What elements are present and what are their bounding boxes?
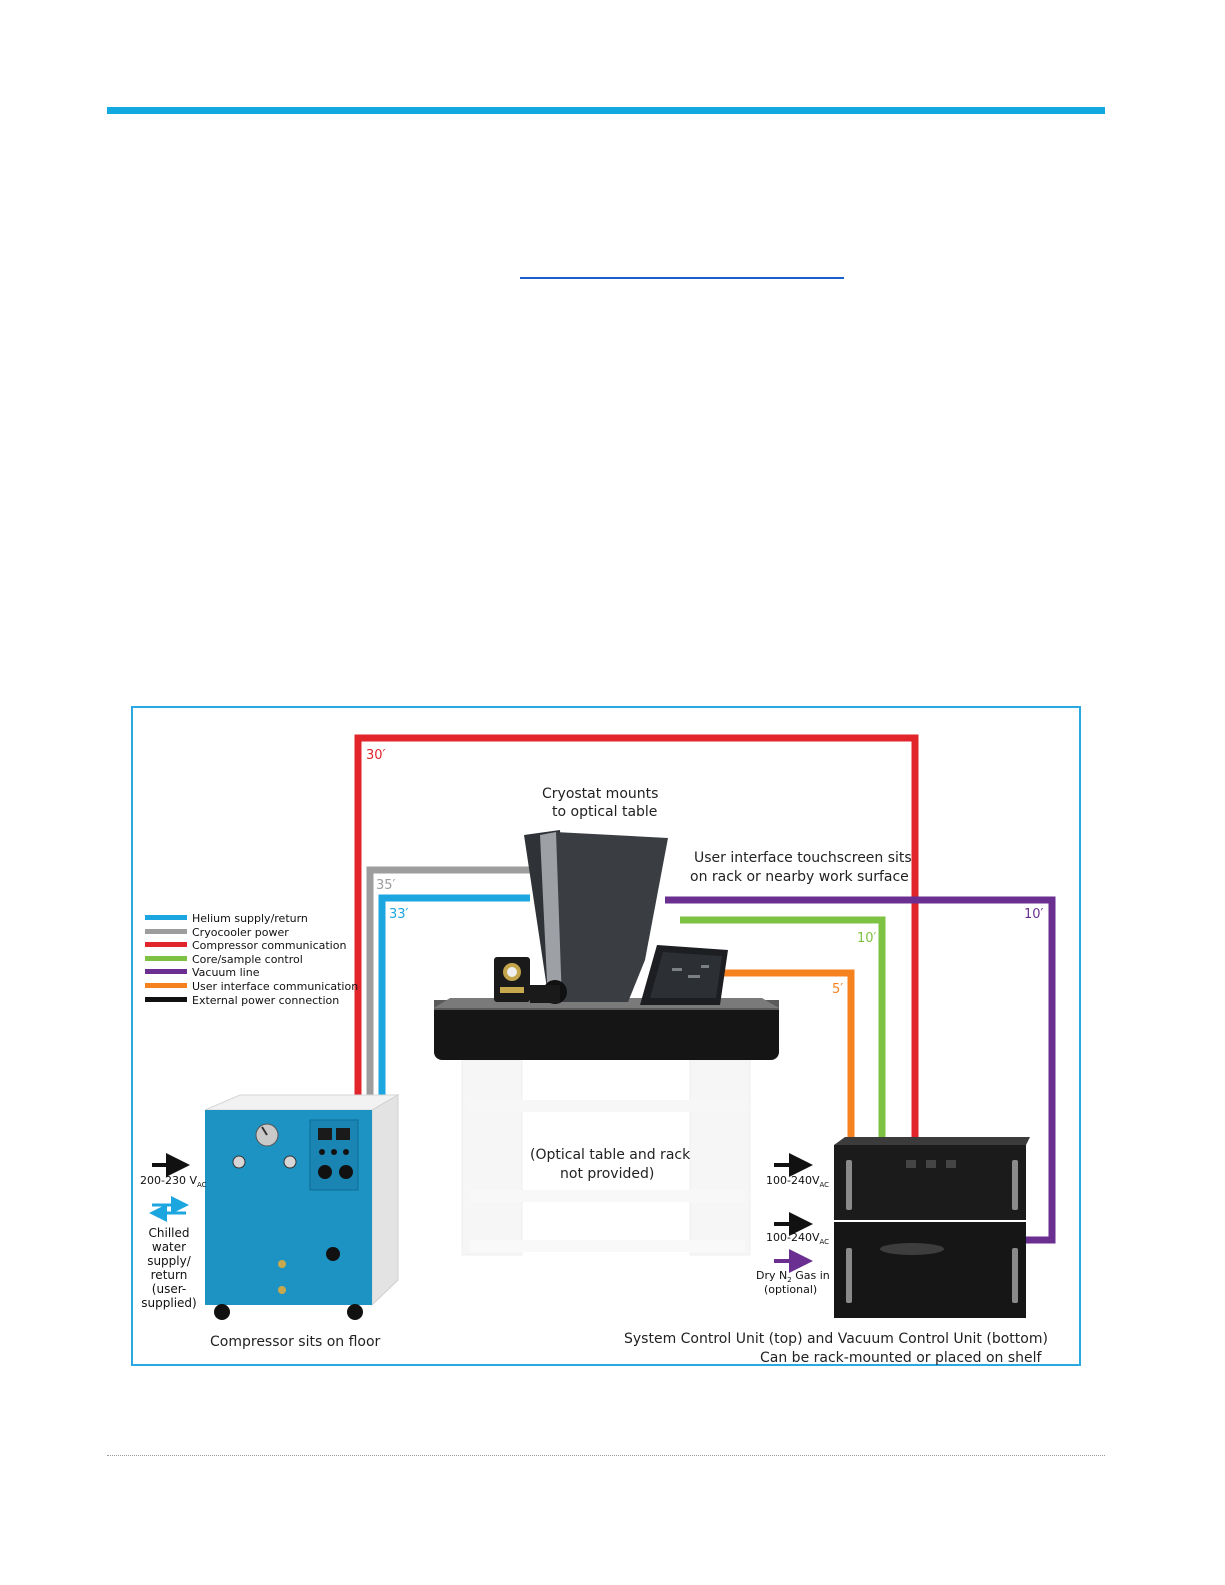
water-label-4: return: [151, 1268, 188, 1282]
water-label-1: Chilled: [149, 1226, 190, 1240]
connector-box: [494, 957, 530, 1002]
control-units: [834, 1137, 1030, 1318]
length-label-blue: 33′: [389, 907, 409, 922]
gas-input-label: Dry N2 Gas in: [756, 1269, 830, 1284]
water-label-6: supplied): [141, 1296, 196, 1310]
legend-swatch-helium: [145, 915, 187, 920]
cryostat-caption-line1: Cryostat mounts: [542, 786, 658, 802]
legend: Helium supply/return Cryocooler power Co…: [145, 912, 358, 1007]
optical-note-line1: (Optical table and rack: [530, 1147, 691, 1163]
green-cable: [680, 916, 886, 1140]
touchscreen: [640, 945, 728, 1005]
diagram-frame: [131, 706, 1081, 1366]
legend-swatch-ui-comm: [145, 983, 187, 988]
footer-rule: [107, 1455, 1105, 1456]
control-caption-line2: Can be rack-mounted or placed on shelf: [760, 1350, 1043, 1366]
length-label-orange: 5′: [832, 982, 843, 997]
cryostat-caption-line2: to optical table: [552, 804, 657, 820]
hyperlink-underline[interactable]: [520, 277, 844, 279]
legend-swatch-core-control: [145, 956, 187, 961]
blue-cable: [378, 894, 530, 1098]
legend-label-external-power: External power connection: [192, 994, 339, 1007]
input-arrows: [149, 1153, 813, 1273]
water-label-3: supply/: [147, 1254, 192, 1268]
length-label-red: 30′: [366, 748, 386, 763]
legend-label-compressor-comm: Compressor communication: [192, 939, 346, 952]
purple-cable: [665, 896, 1056, 1244]
touchscreen-caption-line1: User interface touchscreen sits: [694, 850, 912, 866]
water-label-2: water: [152, 1240, 186, 1254]
cryostat: [524, 830, 668, 1004]
compressor-caption: Compressor sits on floor: [210, 1334, 381, 1350]
red-cable: [354, 734, 919, 1140]
legend-swatch-external-power: [145, 997, 187, 1002]
gray-cable: [366, 866, 530, 1098]
control-power-top-label: 100-240VAC: [766, 1174, 829, 1189]
legend-swatch-vacuum: [145, 969, 187, 974]
compressor: [204, 1094, 400, 1320]
legend-label-core-control: Core/sample control: [192, 953, 303, 966]
control-power-bottom-label: 100-240VAC: [766, 1231, 829, 1246]
touchscreen-caption-line2: on rack or nearby work surface: [690, 869, 909, 885]
legend-label-helium: Helium supply/return: [192, 912, 308, 925]
optical-note-line2: not provided): [560, 1166, 654, 1182]
legend-swatch-compressor-comm: [145, 942, 187, 947]
control-caption-line1: System Control Unit (top) and Vacuum Con…: [624, 1331, 1048, 1347]
legend-label-cryocooler: Cryocooler power: [192, 926, 289, 939]
water-label-5: (user-: [152, 1282, 186, 1296]
compressor-power-label: 200-230 VAC: [140, 1174, 207, 1189]
length-label-purple: 10′: [1024, 907, 1044, 922]
length-label-gray: 35′: [376, 878, 396, 893]
length-label-green: 10′: [857, 931, 877, 946]
legend-label-ui-comm: User interface communication: [192, 980, 358, 993]
gas-optional-label: (optional): [764, 1283, 817, 1296]
legend-label-vacuum: Vacuum line: [192, 966, 260, 979]
cable-routes: [354, 734, 1056, 1244]
optical-table-top: [434, 998, 779, 1060]
legend-swatch-cryocooler: [145, 929, 187, 934]
optical-table-stand: [461, 1059, 751, 1256]
header-rule: [107, 107, 1105, 114]
orange-cable: [718, 969, 855, 1140]
